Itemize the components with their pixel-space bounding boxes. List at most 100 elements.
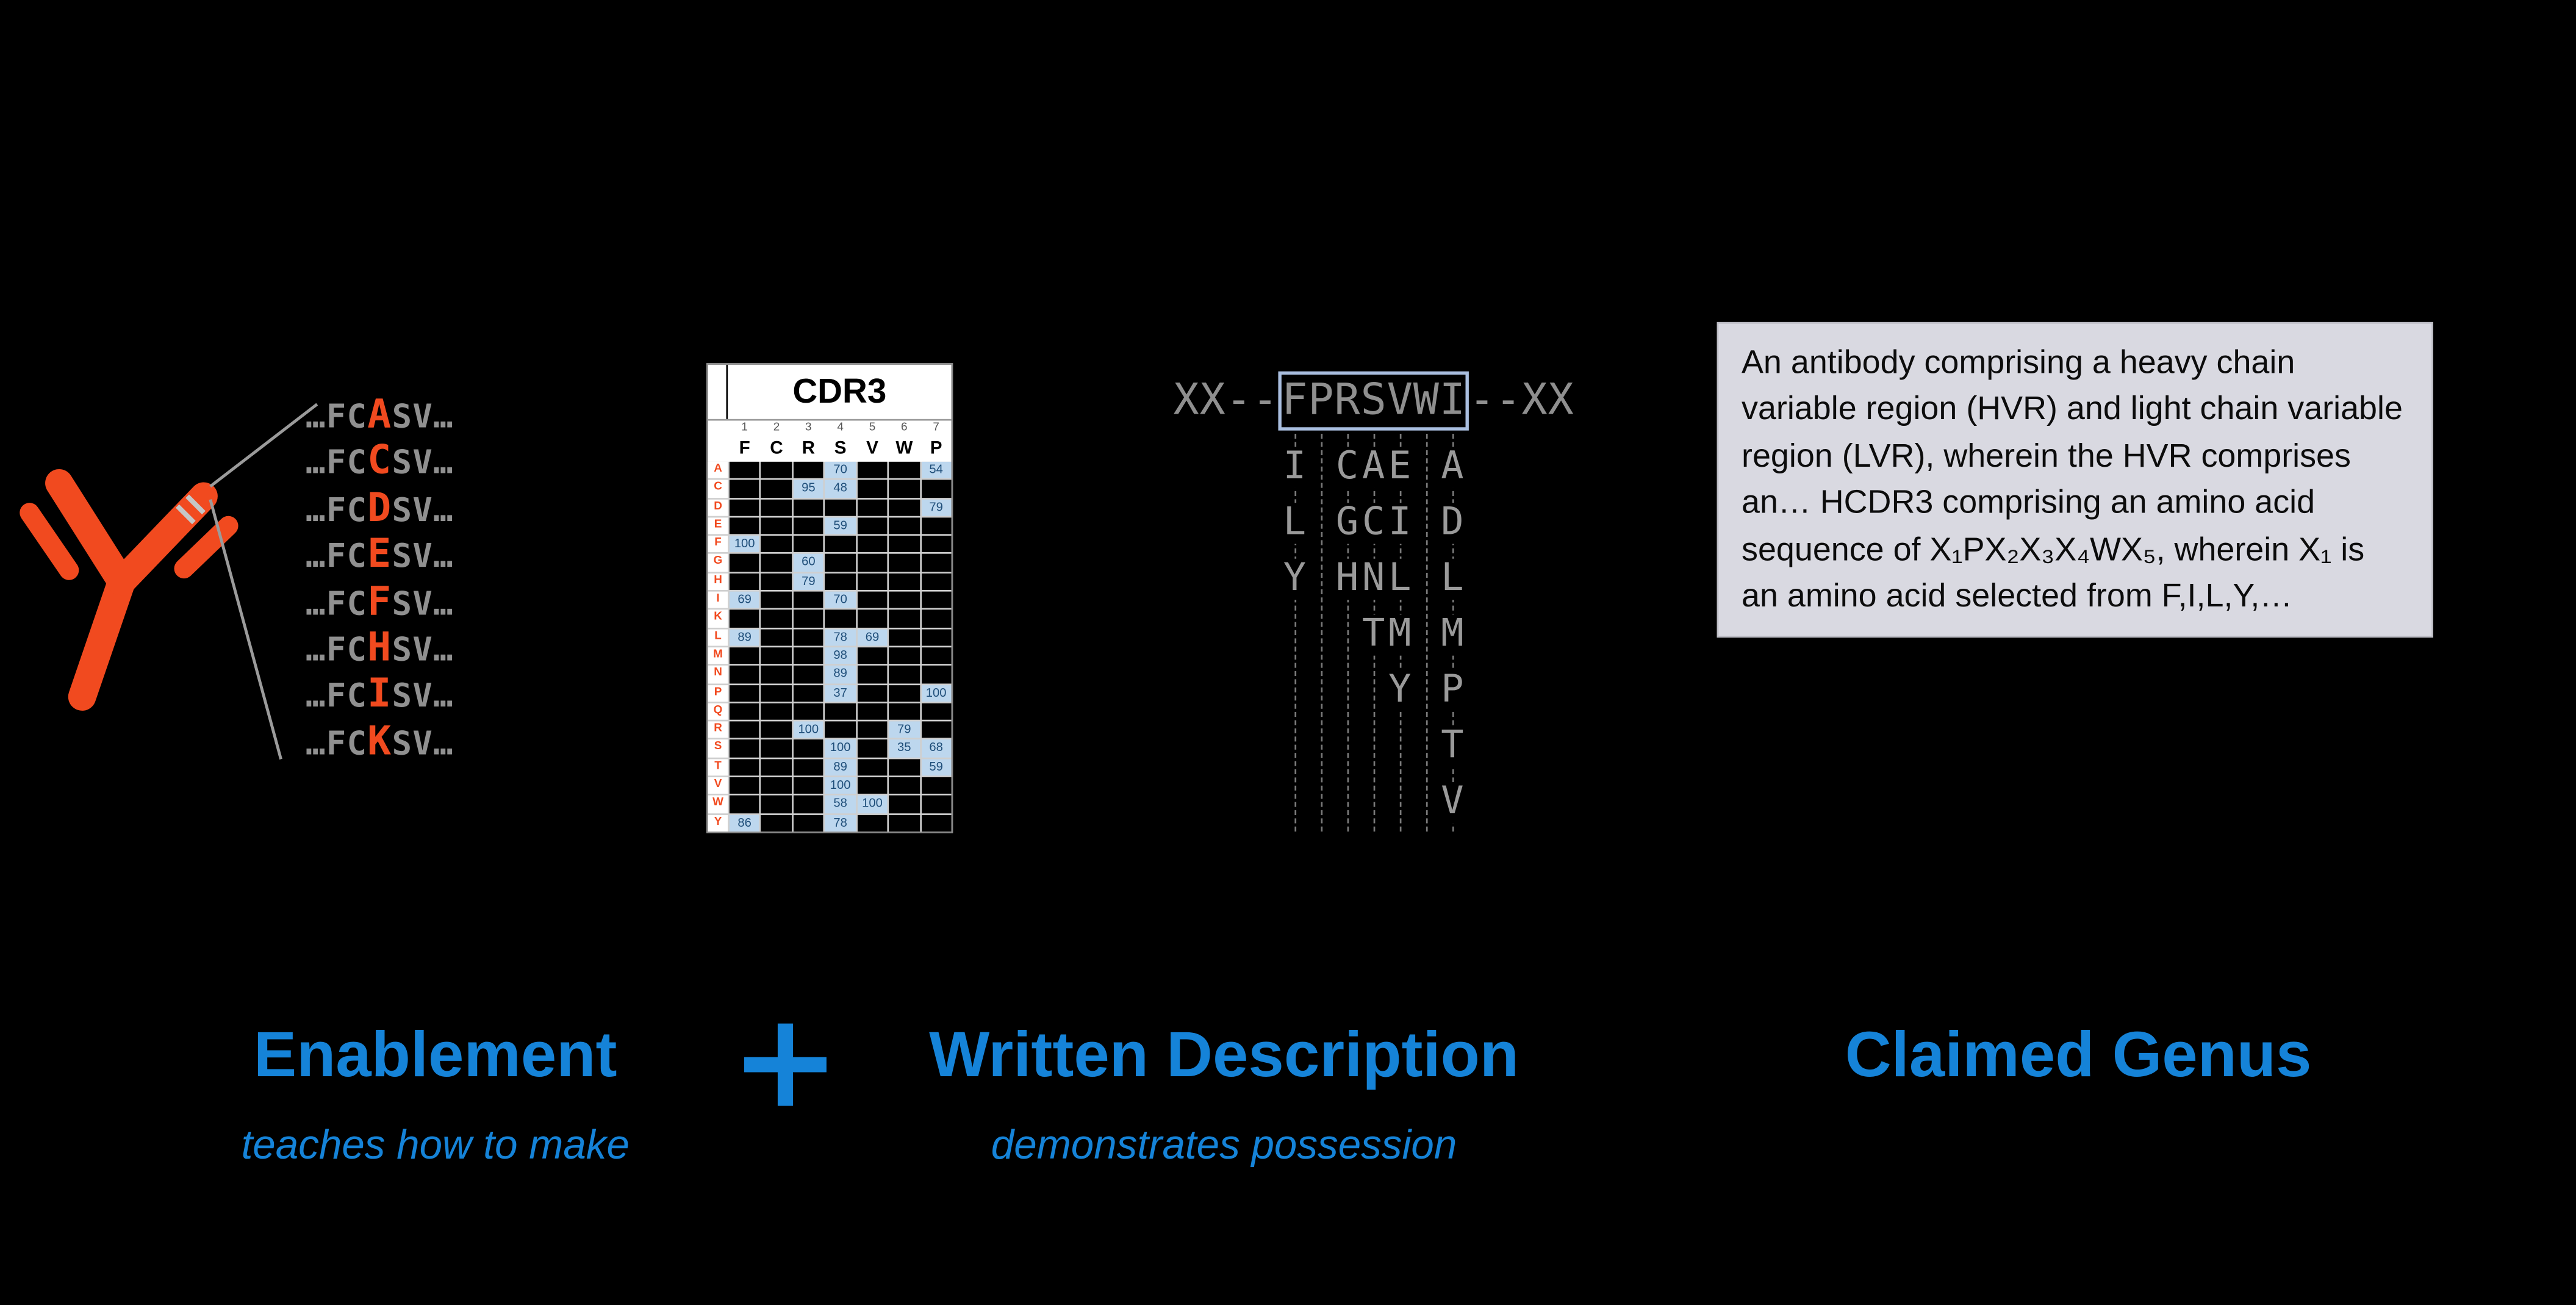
cdr3-cell: 78: [825, 814, 856, 832]
sequence-flank: …FC: [305, 675, 368, 716]
sequence-variant-letter: E: [367, 531, 392, 577]
cdr3-cell: [761, 461, 792, 479]
cdr3-cell: [889, 554, 920, 572]
cdr3-cell: [761, 480, 792, 498]
cdr3-cell: [761, 628, 792, 646]
cdr3-cell: [920, 573, 952, 591]
cdr3-cell: [825, 721, 856, 739]
cdr3-cell: [857, 758, 888, 776]
sequence-row: …FCISV…: [306, 671, 454, 717]
cdr3-cell: [889, 758, 920, 776]
cdr3-cell: [920, 777, 952, 794]
spacer: [708, 421, 728, 437]
cdr3-cell: [920, 666, 952, 683]
cdr3-row-label: W: [708, 796, 728, 813]
cdr3-cell: [857, 666, 888, 683]
motif-alt-letter: L: [1281, 502, 1308, 544]
cdr3-cell: 70: [825, 461, 856, 479]
motif-alt-letter: C: [1360, 502, 1387, 544]
cdr3-cell: 89: [825, 666, 856, 683]
sequence-flank: SV…: [392, 442, 454, 483]
sequence-flank: SV…: [392, 629, 454, 669]
cdr3-column-number: 4: [837, 422, 844, 434]
motif-alt-letter: M: [1439, 614, 1466, 656]
cdr3-cell: [729, 703, 760, 721]
cdr3-cell: 86: [729, 814, 760, 832]
cdr3-cell: [729, 758, 760, 776]
sequence-flank: SV…: [392, 582, 454, 622]
cdr3-row-label: P: [708, 684, 728, 702]
sequence-variant-letter: D: [367, 484, 392, 531]
cdr3-column-number: 7: [933, 422, 939, 434]
sequence-variant-letter: C: [367, 437, 392, 484]
cdr3-cell: [857, 721, 888, 739]
motif-char: -: [1495, 376, 1521, 426]
motif-alt-letter: L: [1439, 558, 1466, 600]
cdr3-cell: [761, 758, 792, 776]
cdr3-column-letter: C: [770, 439, 783, 459]
cdr3-cell: [793, 461, 824, 479]
motif-alt-letter: L: [1387, 558, 1413, 600]
sequence-flank: SV…: [392, 489, 454, 529]
cdr3-cell: [761, 666, 792, 683]
cdr3-cell: [920, 554, 952, 572]
cdr3-cell: [857, 814, 888, 832]
cdr3-cell: 100: [920, 684, 952, 702]
cdr3-cell: [920, 536, 952, 553]
motif-alt-letter: M: [1387, 614, 1413, 656]
cdr3-cell: [920, 610, 952, 627]
cdr3-cell: [889, 814, 920, 832]
sequence-variant-letter: F: [367, 577, 392, 624]
cdr3-cell: [761, 721, 792, 739]
cdr3-cell: [793, 591, 824, 609]
cdr3-cell: 89: [825, 758, 856, 776]
caption-enablement: Enablement teaches how to make: [148, 1019, 723, 1170]
cdr3-cell: 78: [825, 628, 856, 646]
cdr3-cell: 35: [889, 740, 920, 757]
sequence-flank: SV…: [392, 396, 454, 436]
motif-alt-letter: C: [1334, 446, 1361, 488]
motif-char: -: [1252, 376, 1279, 426]
antibody-light-chain-right: [174, 516, 239, 579]
cdr3-row-label: Y: [708, 814, 728, 832]
cdr3-cell: [761, 647, 792, 664]
cdr3-cell: [920, 517, 952, 534]
cdr3-cell: [889, 461, 920, 479]
motif-core-char: S: [1360, 376, 1387, 426]
sequence-flank: …FC: [305, 396, 368, 436]
cdr3-row-label: T: [708, 758, 728, 776]
cdr-region-tick: [185, 494, 206, 515]
cdr3-cell: [729, 480, 760, 498]
cdr3-cell: [920, 628, 952, 646]
cdr3-cell: 58: [825, 796, 856, 813]
sequence-flank: …FC: [305, 489, 368, 529]
cdr3-cell: 79: [889, 721, 920, 739]
motif-core-char: F: [1282, 376, 1308, 426]
cdr3-cell: [889, 666, 920, 683]
cdr3-cell: 59: [920, 758, 952, 776]
cdr3-cell: [793, 740, 824, 757]
cdr3-column-letter: S: [834, 439, 847, 459]
sequence-row: …FCHSV…: [306, 624, 454, 670]
cdr3-cell: [825, 703, 856, 721]
cdr3-cell: [729, 777, 760, 794]
cdr3-cell: [889, 796, 920, 813]
spacer: [708, 437, 728, 461]
cdr3-cell: [793, 628, 824, 646]
motif-alt-letter: V: [1439, 782, 1466, 824]
cdr3-row-label: V: [708, 777, 728, 794]
motif-char: -: [1469, 376, 1495, 426]
cdr3-cell: [729, 684, 760, 702]
cdr3-cell: [761, 796, 792, 813]
cdr3-row-label: G: [708, 554, 728, 572]
cdr3-cell: 69: [729, 591, 760, 609]
cdr3-cell: [889, 628, 920, 646]
cdr3-cell: [825, 536, 856, 553]
cdr3-cell: [761, 703, 792, 721]
sequence-flank: SV…: [392, 536, 454, 576]
cdr3-cell: [889, 573, 920, 591]
cdr3-cell: 48: [825, 480, 856, 498]
